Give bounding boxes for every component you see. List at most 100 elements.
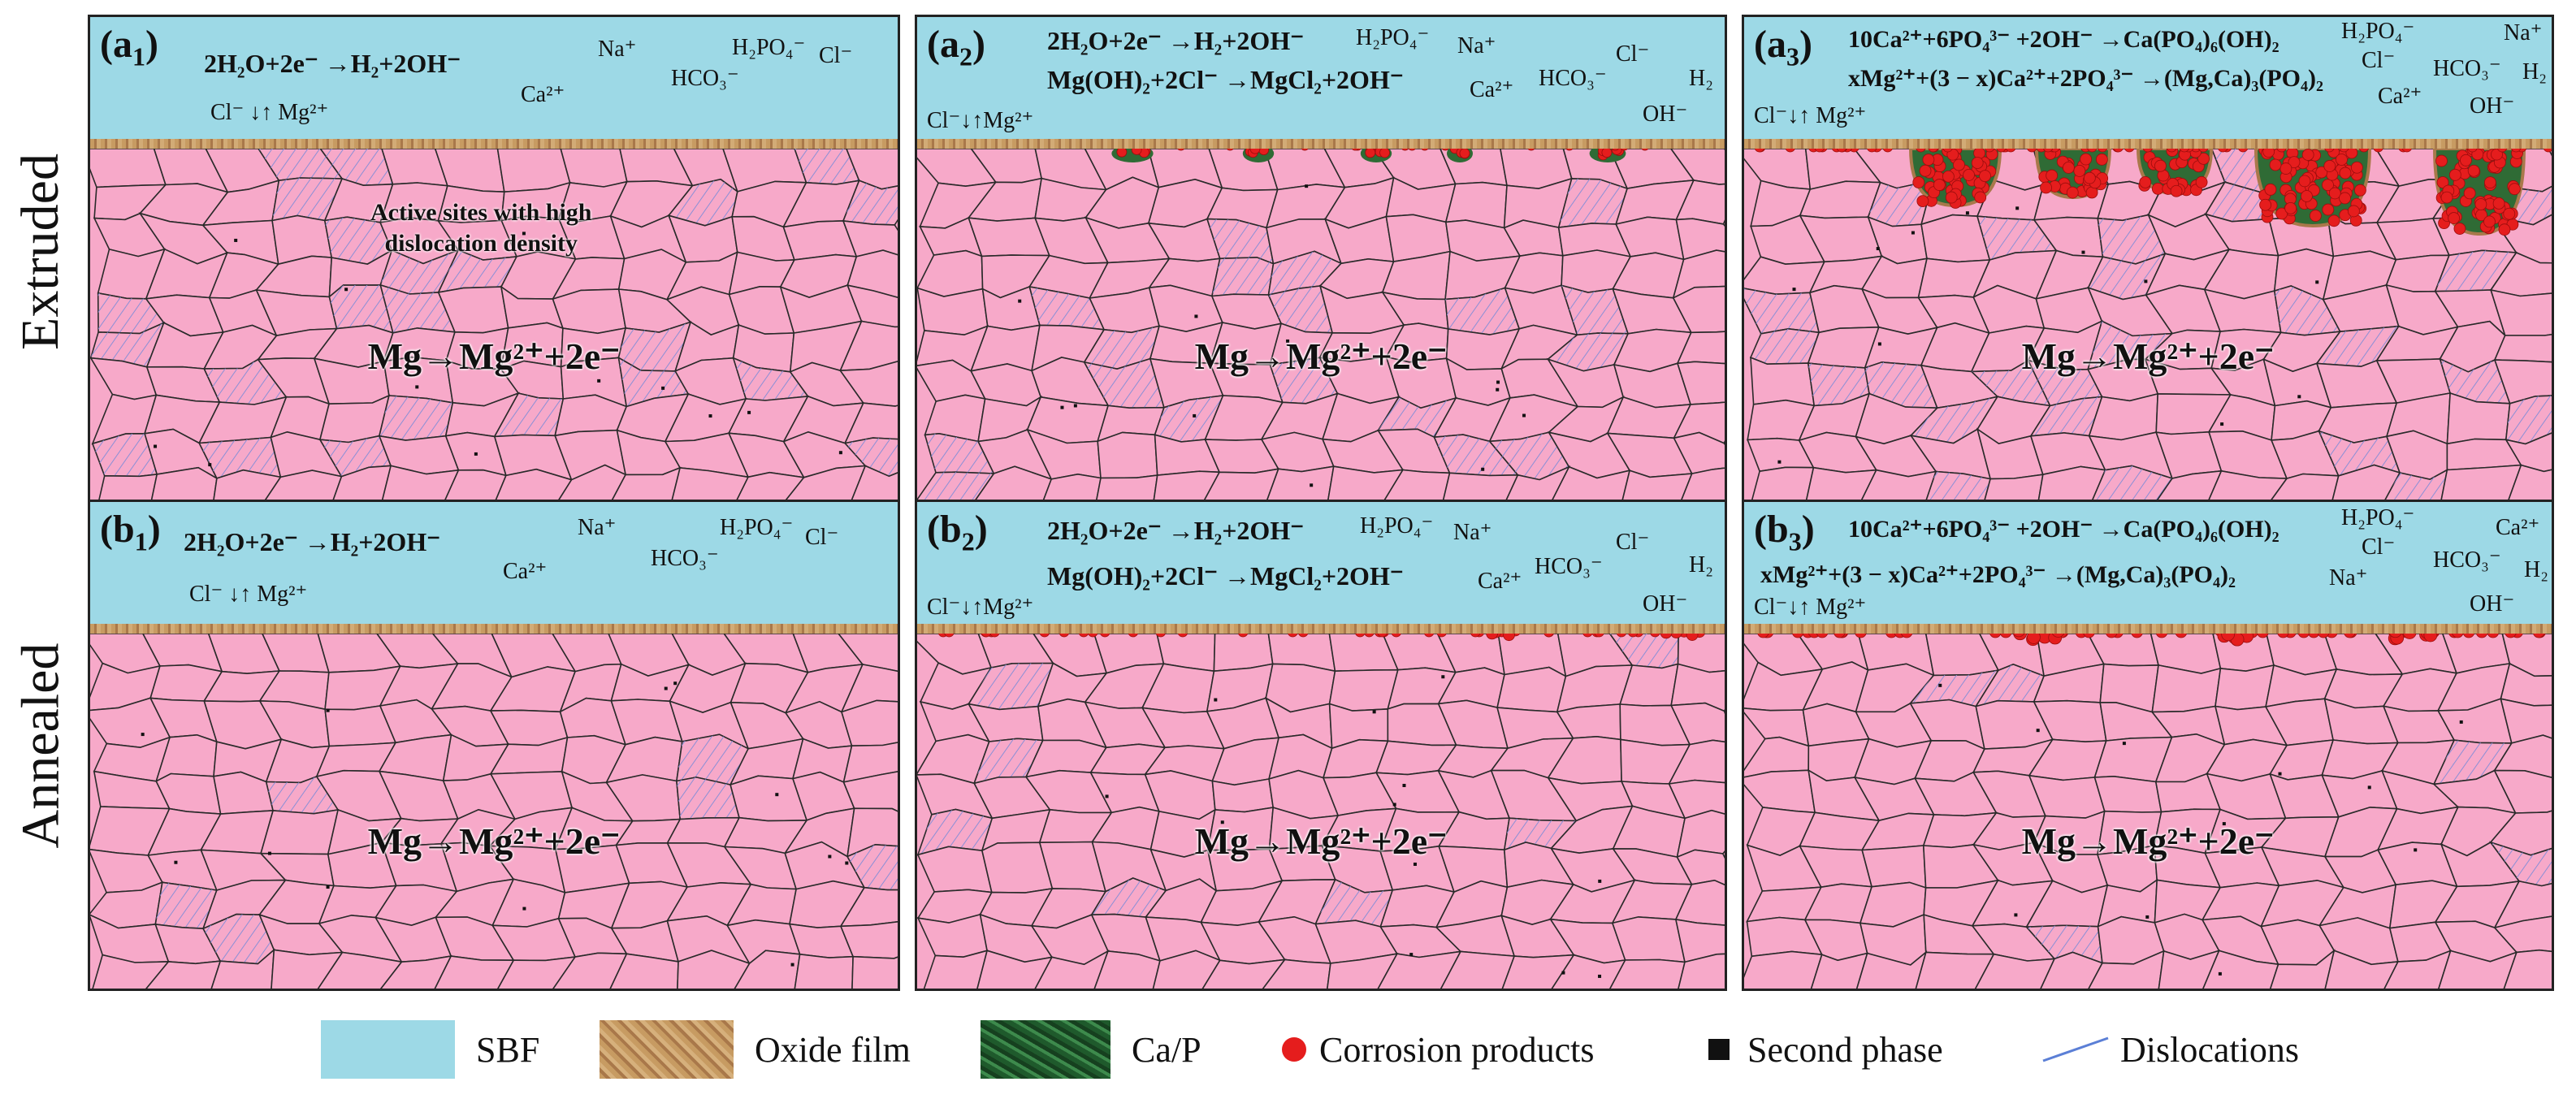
high-dislocation-grain	[90, 322, 164, 367]
legend-label: Second phase	[1747, 1029, 1943, 1070]
grain	[97, 473, 158, 504]
grain	[2506, 464, 2552, 504]
grain	[677, 950, 751, 989]
second-phase-particle	[2315, 280, 2319, 284]
high-dislocation-grain	[199, 437, 281, 478]
grain	[1327, 953, 1399, 989]
mg-dissolution-reaction: Mg→Mg²⁺+2e⁻	[2021, 335, 2275, 377]
corrosion-product	[2264, 183, 2277, 196]
high-dislocation-grain	[1378, 396, 1457, 438]
corrosion-product	[2085, 186, 2098, 199]
grain	[1744, 769, 1816, 814]
grain	[1504, 465, 1571, 504]
high-dislocation-grain	[2317, 326, 2399, 367]
high-dislocation-grain	[1910, 670, 1998, 707]
grain-structure	[90, 148, 898, 504]
ion-hco3: HCO₃⁻	[651, 546, 719, 571]
grain	[1097, 431, 1158, 479]
high-dislocation-grain	[847, 844, 898, 890]
high-dislocation-grain	[618, 357, 689, 407]
high-dislocation-grain	[2490, 842, 2552, 886]
high-dislocation-grain	[1445, 288, 1520, 335]
corrosion-product	[1601, 147, 1613, 158]
grain	[1804, 466, 1878, 504]
high-dislocation-grain	[1864, 361, 1937, 409]
high-dislocation-grain	[2435, 250, 2517, 292]
second-phase-particle	[2122, 742, 2126, 746]
grain	[2270, 949, 2336, 989]
high-dislocation-grain	[845, 438, 898, 477]
corrosion-product	[2298, 175, 2311, 188]
grain	[1859, 469, 1937, 504]
high-dislocation-grain	[2088, 253, 2166, 300]
corrosion-product	[2503, 207, 2516, 220]
second-phase-particle	[2015, 206, 2020, 210]
corrosion-product	[2339, 167, 2352, 180]
second-phase-particle	[1777, 460, 1782, 464]
high-dislocation-grain	[669, 179, 738, 226]
grain	[1201, 468, 1279, 504]
high-dislocation-grain	[1548, 333, 1629, 371]
corrosion-product	[2259, 198, 2272, 211]
corrosion-product	[2508, 183, 2521, 196]
ion-h2po4: H₂PO₄⁻	[732, 35, 806, 60]
second-phase-particle	[1877, 342, 1881, 346]
dislocation-line-icon	[2042, 1036, 2109, 1062]
row-label-extruded: Extruded	[11, 154, 70, 350]
corrosion-product	[2279, 162, 2292, 175]
corrosion-product	[2348, 205, 2360, 218]
ion-h2po4: H₂PO₄⁻	[720, 515, 794, 540]
corrosion-product	[2474, 198, 2487, 210]
second-phase-particle	[1481, 467, 1485, 471]
legend-item-cap: Ca/P	[981, 1017, 1201, 1082]
high-dislocation-grain	[1315, 879, 1393, 927]
grain	[1034, 950, 1110, 989]
ion-h2: H₂	[2524, 557, 2548, 582]
corrosion-product	[2483, 215, 2496, 228]
high-dislocation-grain	[2028, 360, 2102, 406]
mg-dissolution-reaction: Mg→Mg²⁺+2e⁻	[1194, 820, 1448, 862]
high-dislocation-grain	[258, 149, 343, 181]
corrosion-product	[2269, 158, 2282, 171]
ion-ca: Ca²⁺	[503, 559, 548, 584]
grain	[210, 948, 275, 989]
high-dislocation-grain	[1971, 360, 2050, 406]
ion-h2po4: H₂PO₄⁻	[2341, 19, 2415, 44]
high-dislocation-grain	[733, 357, 808, 400]
second-phase-particle	[415, 385, 419, 389]
grain	[1983, 474, 2044, 504]
second-phase-particle	[2159, 853, 2163, 857]
grain	[2151, 664, 2222, 713]
grain	[1915, 951, 1995, 989]
grain	[1744, 148, 1812, 190]
grain	[609, 953, 679, 989]
second-phase-particle	[1598, 879, 1602, 883]
high-dislocation-grain	[1561, 285, 1629, 335]
grain	[145, 960, 222, 989]
oxide-swatch	[600, 1020, 734, 1079]
high-dislocation-grain	[2274, 286, 2340, 335]
mg-dissolution-reaction: Mg→Mg²⁺+2e⁻	[367, 820, 621, 862]
grain	[851, 955, 898, 989]
ion-cl-mg: Cl⁻↓↑Mg²⁺	[927, 108, 1034, 133]
high-dislocation-grain	[1091, 878, 1167, 918]
legend-item-dislocations: Dislocations	[2039, 1017, 2299, 1082]
panel-label: (a2)	[927, 23, 985, 71]
grain	[917, 249, 984, 297]
grain	[2324, 950, 2400, 989]
ion-oh: OH⁻	[1643, 591, 1688, 617]
corrosion-product	[2139, 175, 2152, 188]
ion-cl: Cl⁻	[1616, 530, 1650, 555]
oxide-film	[1744, 624, 2552, 634]
high-dislocation-grain	[1977, 216, 2057, 260]
corrosion-product	[2453, 223, 2466, 235]
corrosion-product	[2460, 154, 2472, 167]
ion-cl: Cl⁻	[2362, 534, 2396, 560]
reaction-equation-1: 2H₂O+2e⁻ →H₂+2OH⁻	[1047, 26, 1305, 55]
sbf-swatch	[321, 1020, 455, 1079]
second-phase-particle	[1441, 675, 1445, 679]
ion-cl-mg: Cl⁻↓↑ Mg²⁺	[1754, 595, 1867, 620]
grain	[212, 469, 282, 504]
corrosion-product	[2170, 184, 2183, 197]
high-dislocation-grain	[97, 292, 164, 334]
